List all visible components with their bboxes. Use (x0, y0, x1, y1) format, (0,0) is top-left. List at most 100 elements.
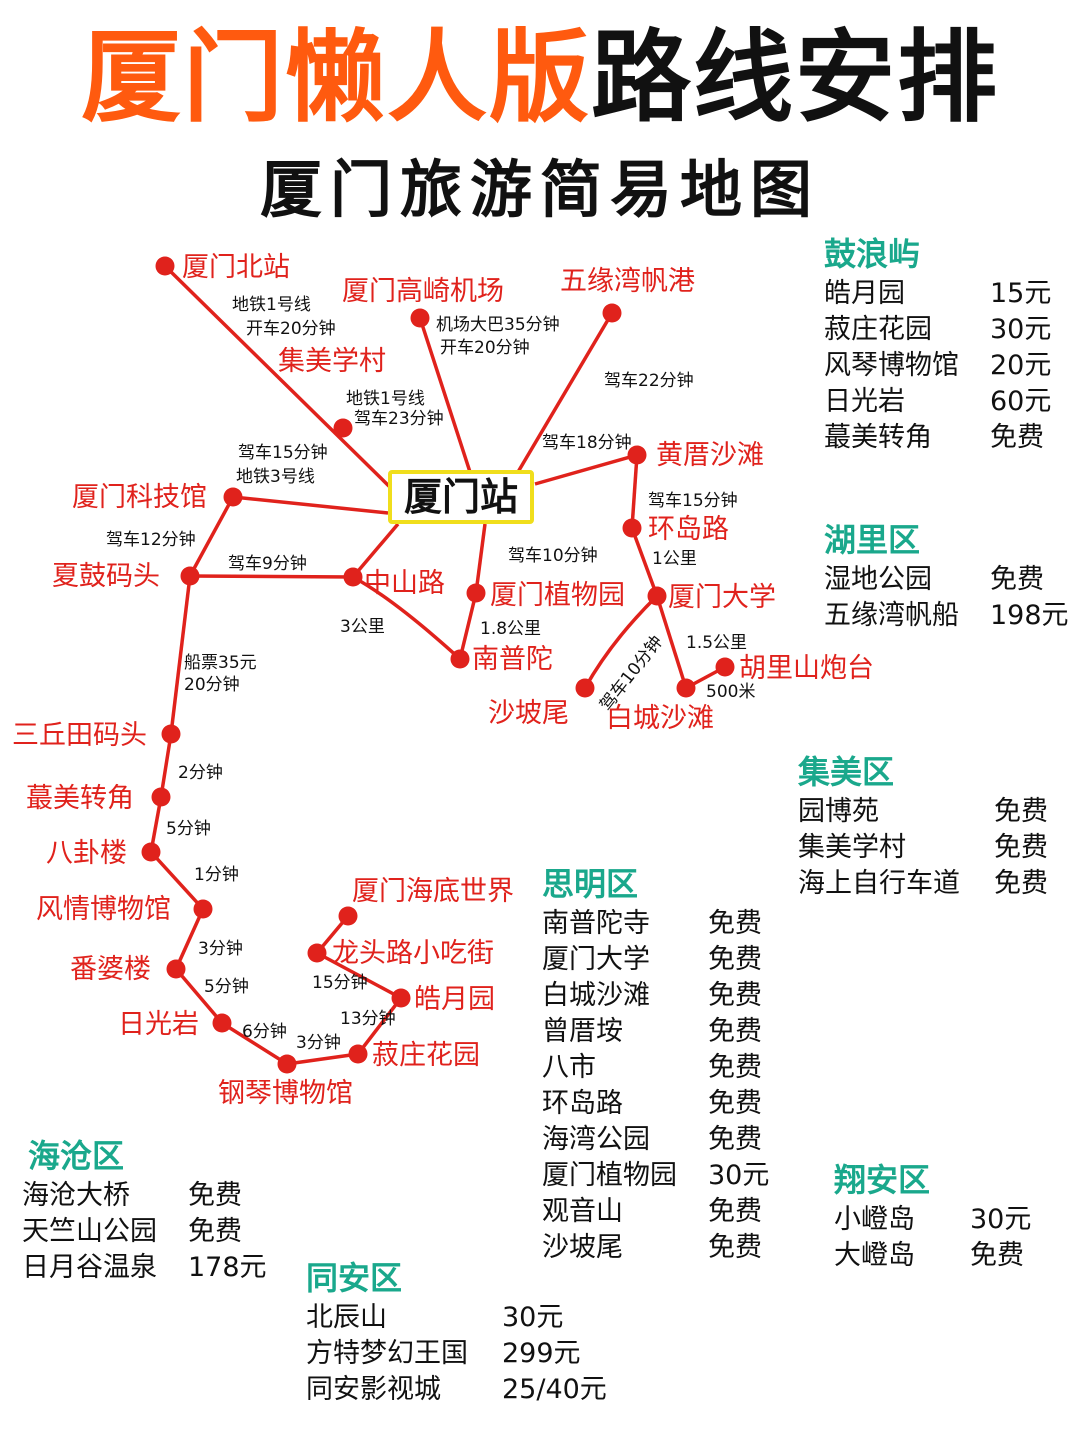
edge-label-s8: 13分钟 (340, 1009, 396, 1029)
node-zhongshan (343, 567, 363, 587)
node-zhiwu (466, 583, 486, 603)
edge-label-zhongshan-nanputuo: 3公里 (340, 617, 385, 637)
label-baicheng: 白城沙滩 (606, 703, 714, 734)
label-zhiwu: 厦门植物园 (490, 580, 625, 611)
list-item: 蕞美转角免费 (824, 422, 1044, 453)
district-title: 同安区 (306, 1259, 403, 1297)
label-jimei: 集美学村 (278, 346, 386, 377)
edge-label-s5: 5分钟 (204, 977, 249, 997)
edge-label-s7: 3分钟 (296, 1033, 341, 1053)
edge-airport-hub (418, 317, 472, 473)
edge-xiagu-zhongshan (189, 574, 354, 579)
edge-label-xiagu-zhongshan: 驾车9分钟 (228, 554, 307, 574)
list-item: 海湾公园免费 (542, 1124, 762, 1155)
node-bagua (141, 842, 161, 862)
page-title: 厦门懒人版路线安排 (0, 18, 1080, 138)
edge-label-ferry-a: 船票35元 (184, 653, 257, 673)
edge-label-jimei-a: 地铁1号线 (346, 389, 425, 409)
edge-label-s4: 3分钟 (198, 939, 243, 959)
edge-xiagu-sanqiutian (169, 575, 192, 735)
node-wuyuanwan (602, 303, 622, 323)
district-title: 鼓浪屿 (824, 235, 921, 273)
edge-label-keji-b: 地铁3号线 (236, 467, 315, 487)
label-airport: 厦门高崎机场 (342, 276, 504, 307)
node-riguang (212, 1013, 232, 1033)
node-nanputuo (450, 649, 470, 669)
node-beizhan (155, 256, 175, 276)
edge-label-airport-a: 机场大巴35分钟 (436, 315, 560, 335)
label-zhuanjiao: 蕞美转角 (26, 783, 134, 814)
edge-label-zhiwu-nanputuo: 1.8公里 (480, 619, 541, 639)
edge-xiada-baicheng (655, 595, 688, 689)
list-item: 白城沙滩免费 (542, 980, 762, 1011)
edge-label-s9: 15分钟 (312, 973, 368, 993)
node-jimei (333, 418, 353, 438)
list-item: 八市免费 (542, 1052, 762, 1083)
label-shufang: 菽庄花园 (372, 1040, 480, 1071)
district-siming: 思明区 南普陀寺免费 厦门大学免费 白城沙滩免费 曾厝垵免费 八市免费 环岛路免… (542, 864, 769, 1266)
label-longtou: 龙头路小吃街 (332, 938, 494, 969)
edge-label-zhiwu: 驾车10分钟 (508, 546, 598, 566)
district-jimei: 集美区 园博苑免费 集美学村免费 海上自行车道免费 (798, 752, 1048, 902)
node-fanpo (166, 959, 186, 979)
node-shufang (348, 1044, 368, 1064)
label-xiada: 厦门大学 (668, 582, 776, 613)
page-subtitle: 厦门旅游简易地图 (259, 153, 820, 226)
edge-label-airport-b: 开车20分钟 (440, 338, 530, 358)
district-title: 翔安区 (834, 1161, 931, 1199)
edge-gangqin-shufang (286, 1052, 359, 1066)
node-haidi (338, 906, 358, 926)
label-hulishan: 胡里山炮台 (739, 653, 874, 684)
edge-label-huandao-xiada: 1公里 (652, 549, 697, 569)
label-wuyuanwan: 五缘湾帆港 (560, 266, 695, 297)
node-zhuanjiao (151, 787, 171, 807)
hub-xiamen-station: 厦门站 (388, 470, 534, 524)
title-part-black: 路线安排 (591, 19, 999, 136)
label-huandao: 环岛路 (648, 514, 729, 545)
district-title: 海沧区 (28, 1137, 125, 1175)
edge-huandao-xiada (630, 527, 659, 597)
label-keji: 厦门科技馆 (72, 482, 207, 513)
node-huangcuo (627, 445, 647, 465)
edge-label-keji-a: 驾车15分钟 (238, 443, 328, 463)
label-xiagu: 夏鼓码头 (52, 561, 160, 592)
label-beizhan: 厦门北站 (182, 252, 290, 283)
label-fengqing: 风情博物馆 (36, 894, 171, 925)
node-longtou (307, 943, 327, 963)
edge-xiada-shapowei (583, 594, 659, 689)
edge-label-xiada-hulishan: 1.5公里 (686, 633, 747, 653)
edge-label-beizhan-b: 开车20分钟 (246, 319, 336, 339)
label-sanqiutian: 三丘田码头 (12, 720, 147, 751)
node-hulishan (715, 657, 735, 677)
edge-keji-xiagu (188, 496, 235, 577)
node-baicheng (676, 678, 696, 698)
edge-hub-zhiwu (474, 523, 487, 594)
edge-label-beizhan-a: 地铁1号线 (232, 295, 311, 315)
node-xiagu (180, 566, 200, 586)
list-item: 海沧大桥免费 (22, 1180, 242, 1211)
label-fanpo: 番婆楼 (70, 954, 151, 985)
label-riguang: 日光岩 (118, 1009, 199, 1040)
label-haidi: 厦门海底世界 (352, 876, 514, 907)
edge-riguang-gangqin (221, 1021, 288, 1066)
edge-zhiwu-nanputuo (458, 592, 478, 660)
edge-sanqiutian-zhuanjiao (159, 733, 173, 798)
label-gangqin: 钢琴博物馆 (218, 1078, 353, 1109)
edge-beizhan-hub (163, 264, 397, 494)
node-sanqiutian (161, 724, 181, 744)
list-item: 海上自行车道免费 (798, 868, 1048, 899)
district-title: 思明区 (542, 865, 639, 903)
